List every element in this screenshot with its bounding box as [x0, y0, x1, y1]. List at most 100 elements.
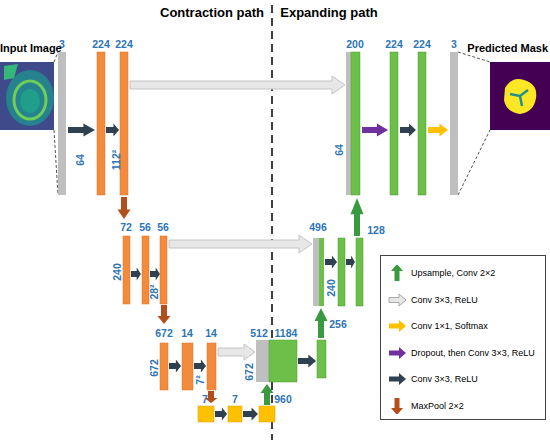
legend-row: Conv 3×3, ReLU	[386, 370, 478, 388]
legend-row: Conv 3×3, ReLU	[386, 291, 478, 309]
feature-bar	[97, 52, 105, 195]
legend-sample	[386, 292, 408, 308]
conv-arrow	[106, 124, 119, 137]
size-label: 28²	[148, 284, 161, 299]
channel-label: 1184	[275, 327, 298, 340]
channel-label: 224	[92, 38, 110, 51]
feature-bar	[160, 343, 168, 390]
legend-arrow	[389, 373, 406, 385]
channel-label: 3	[451, 38, 457, 51]
decoder-bar	[356, 238, 363, 306]
channel-label: 128	[367, 224, 385, 237]
input-bar	[58, 52, 66, 195]
channel-label: 224	[413, 38, 431, 51]
upsample-arrow	[261, 384, 274, 405]
conv-arrow	[400, 124, 416, 137]
legend-sample	[386, 398, 408, 414]
conv-arrow	[215, 408, 227, 421]
maxpool-arrow	[118, 197, 131, 219]
feature-bar	[182, 343, 193, 390]
channel-label: 960	[274, 393, 292, 406]
decoder-bar	[319, 238, 324, 306]
concat-bar	[256, 340, 269, 382]
output-bar	[450, 52, 458, 195]
channel-label: 256	[329, 318, 347, 331]
channel-label: 224	[115, 38, 133, 51]
legend-arrow	[391, 265, 403, 281]
size-label: 7²	[194, 375, 207, 384]
conv-arrow	[169, 360, 181, 373]
conv-arrow	[325, 256, 337, 269]
size-label: 672	[243, 363, 256, 381]
channel-label: 56	[139, 221, 151, 234]
feature-bar	[123, 236, 130, 304]
legend-sample	[386, 345, 408, 361]
channel-label: 7	[202, 393, 208, 406]
channel-label: 14	[181, 327, 193, 340]
legend-row: Dropout, then Conv 3×3, ReLU	[386, 344, 535, 362]
legend-row: Upsample, Conv 2×2	[386, 264, 495, 282]
image-heading: Input Image	[0, 42, 62, 55]
image-panel: Input Image	[0, 62, 54, 130]
upsample-arrow	[315, 308, 328, 338]
conv-arrow	[68, 124, 95, 137]
channel-label: 512	[250, 327, 268, 340]
legend-sample	[386, 318, 408, 334]
legend-arrow	[389, 347, 406, 359]
input-image	[0, 62, 54, 130]
legend-sample	[386, 371, 408, 387]
input-image-region	[6, 70, 54, 126]
channel-label: 672	[155, 327, 173, 340]
size-label: 240	[325, 279, 338, 297]
softmax-arrow	[428, 124, 448, 137]
legend-text: Conv 3×3, ReLU	[411, 295, 478, 305]
conv-arrow	[298, 355, 316, 368]
image-heading: Predicted Mask	[467, 42, 548, 55]
bottleneck-block	[198, 406, 214, 422]
bottleneck-block	[259, 406, 275, 422]
projection-line	[54, 130, 58, 195]
legend-arrow	[389, 294, 406, 306]
legend-text: Conv 3×3, ReLU	[411, 374, 478, 384]
skip-arrow	[218, 344, 255, 360]
legend-row: Conv 1×1, Softmax	[386, 317, 488, 335]
legend-text: Conv 1×1, Softmax	[411, 321, 488, 331]
conv-arrow	[194, 360, 206, 373]
legend-text: Dropout, then Conv 3×3, ReLU	[411, 348, 535, 358]
size-label: 64	[333, 144, 346, 156]
projection-line	[458, 130, 490, 195]
section-title: Expanding path	[280, 6, 378, 19]
channel-label: 496	[309, 221, 327, 234]
feature-bar	[207, 343, 216, 390]
mask-region	[504, 79, 536, 114]
conv-arrow	[150, 268, 160, 281]
image-panel: Predicted Mask	[490, 62, 550, 130]
section-title: Contraction path	[160, 6, 264, 19]
decoder-bar	[338, 238, 345, 306]
conv-arrow	[131, 268, 141, 281]
channel-label: 200	[346, 38, 364, 51]
size-label: 672	[148, 359, 161, 377]
legend-arrow	[391, 398, 403, 414]
size-label: 240	[111, 263, 124, 281]
input-image-ring	[14, 81, 46, 119]
legend-text: Upsample, Conv 2×2	[411, 268, 495, 278]
decoder-bar	[390, 52, 398, 195]
input-image-patch	[4, 64, 18, 80]
feature-bar	[120, 52, 128, 195]
conv-arrow	[346, 256, 355, 269]
decoder-bar	[269, 340, 297, 382]
upsample-arrow	[351, 198, 364, 236]
channel-label: 72	[120, 221, 132, 234]
skip-arrow	[169, 235, 312, 253]
dropout-arrow	[362, 124, 388, 137]
concat-bar	[346, 52, 351, 195]
channel-label: 224	[385, 38, 403, 51]
decoder-bar	[317, 340, 326, 378]
mask-image	[490, 62, 550, 130]
legend-row: MaxPool 2×2	[386, 397, 464, 415]
decoder-bar	[351, 52, 360, 195]
maxpool-arrow	[158, 305, 171, 324]
